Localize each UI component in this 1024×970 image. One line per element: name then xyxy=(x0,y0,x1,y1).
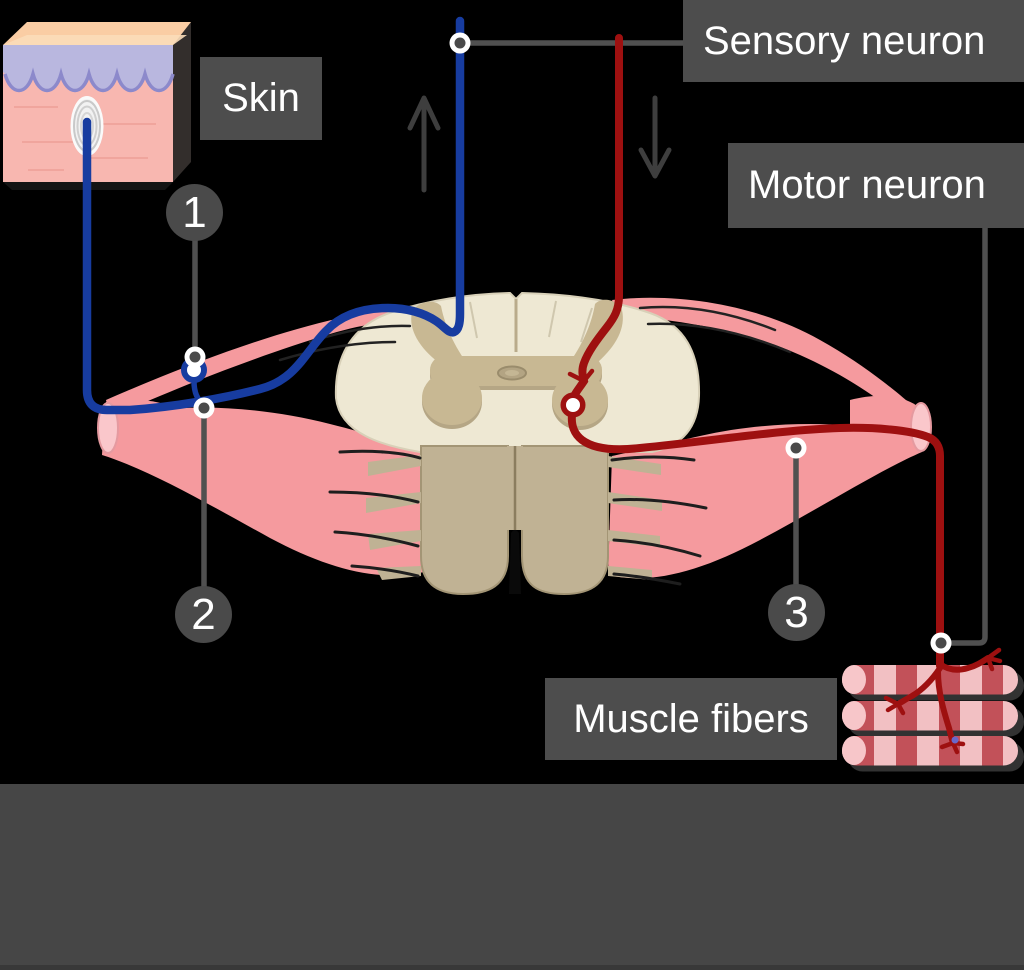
motor-label-leader xyxy=(945,225,988,646)
sensory-label-dot xyxy=(449,32,471,54)
spinal-cord-cross-section xyxy=(97,291,932,596)
marker2-dot xyxy=(193,397,215,419)
marker-1-number: 1 xyxy=(182,187,207,237)
motor-cell-body xyxy=(560,392,586,418)
marker-3[interactable]: 3 xyxy=(768,584,825,641)
synapse-fork xyxy=(567,368,595,384)
marker1-dot xyxy=(184,346,206,368)
neuromuscular-branches xyxy=(883,647,1003,755)
marker-1[interactable]: 1 xyxy=(166,184,223,241)
motor-end-plate-dot xyxy=(951,736,959,744)
skin-label-text: Skin xyxy=(222,76,300,120)
nerve-cut-end-left xyxy=(97,402,119,454)
motor-neuron-path xyxy=(560,34,1003,755)
rootlet-gaps xyxy=(366,455,662,580)
skin-dermis-texture-lines xyxy=(14,106,156,171)
anterior-median-fissure xyxy=(509,530,521,594)
marker3-dot xyxy=(785,437,807,459)
muscle-fibers-label-text: Muscle fibers xyxy=(573,696,809,741)
skin-side-face xyxy=(173,22,191,182)
nerve-cut-end-right xyxy=(910,402,932,452)
skin-label: Skin xyxy=(200,57,322,140)
central-canal-inner xyxy=(505,370,519,376)
cord-front-face-right xyxy=(521,445,609,596)
skin-illustration xyxy=(3,22,191,190)
cord-front-face-left xyxy=(420,445,509,596)
sensory-neuron-label-text: Sensory neuron xyxy=(703,18,986,63)
motor-neuron-label-text: Motor neuron xyxy=(748,163,986,207)
skin-epidermis xyxy=(3,45,173,91)
muscle-fiber xyxy=(842,736,1018,766)
motor-axon-descending xyxy=(570,34,623,400)
down-arrow-icon xyxy=(638,95,672,179)
muscle-fiber-rows xyxy=(842,665,1018,766)
marker-2[interactable]: 2 xyxy=(175,586,232,643)
motor-axon-peripheral xyxy=(567,411,944,670)
skin-epidermis-wavy-line xyxy=(3,67,175,93)
marker-2-number: 2 xyxy=(191,589,216,639)
up-arrow-icon xyxy=(407,95,441,193)
motor-label-dot xyxy=(930,632,952,654)
muscle-fibers-label: Muscle fibers xyxy=(545,678,837,760)
leader-dots xyxy=(184,32,952,654)
ventral-root-right xyxy=(608,424,922,579)
bottom-caption-bar xyxy=(0,784,1024,970)
marker-3-number: 3 xyxy=(784,587,809,637)
skin-top-edge-highlight xyxy=(3,35,187,45)
motor-neuron-label: Motor neuron xyxy=(728,143,1024,228)
muscle-fiber xyxy=(842,701,1018,731)
leader-lines xyxy=(192,40,988,646)
sensory-neuron-label: Sensory neuron xyxy=(683,0,1024,82)
ventral-rootlet-streaks xyxy=(328,449,708,586)
sensory-axon xyxy=(82,16,465,415)
